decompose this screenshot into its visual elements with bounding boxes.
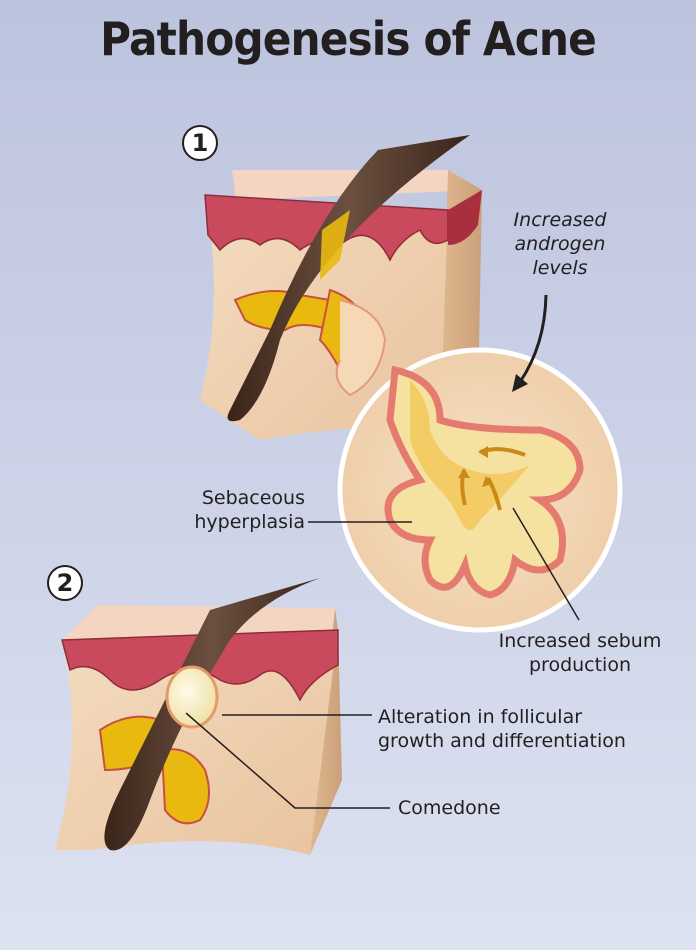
androgen-arrow [518, 294, 548, 383]
sebum-label: Increased sebum production [498, 630, 662, 676]
step-2-badge: 2 [47, 565, 83, 601]
diagram-title: Pathogenesis of Acne [100, 12, 597, 66]
hyperplasia-label: Sebaceous hyperplasia [194, 487, 305, 533]
comedone-leader-line [185, 712, 390, 809]
magnified-gland-circle [337, 347, 623, 633]
androgen-label: Increased androgen levels [513, 209, 607, 279]
step-1-badge: 1 [182, 125, 218, 161]
comedone-plug [165, 665, 219, 729]
hair-follicle-2 [104, 578, 320, 851]
skin-block-1 [200, 135, 482, 440]
hair-follicle-1 [227, 135, 470, 422]
comedone-label: Comedone [398, 797, 501, 819]
alteration-label: Alteration in follicular growth and diff… [378, 706, 626, 752]
sebum-leader-line [512, 507, 580, 621]
skin-block-2 [55, 578, 342, 855]
